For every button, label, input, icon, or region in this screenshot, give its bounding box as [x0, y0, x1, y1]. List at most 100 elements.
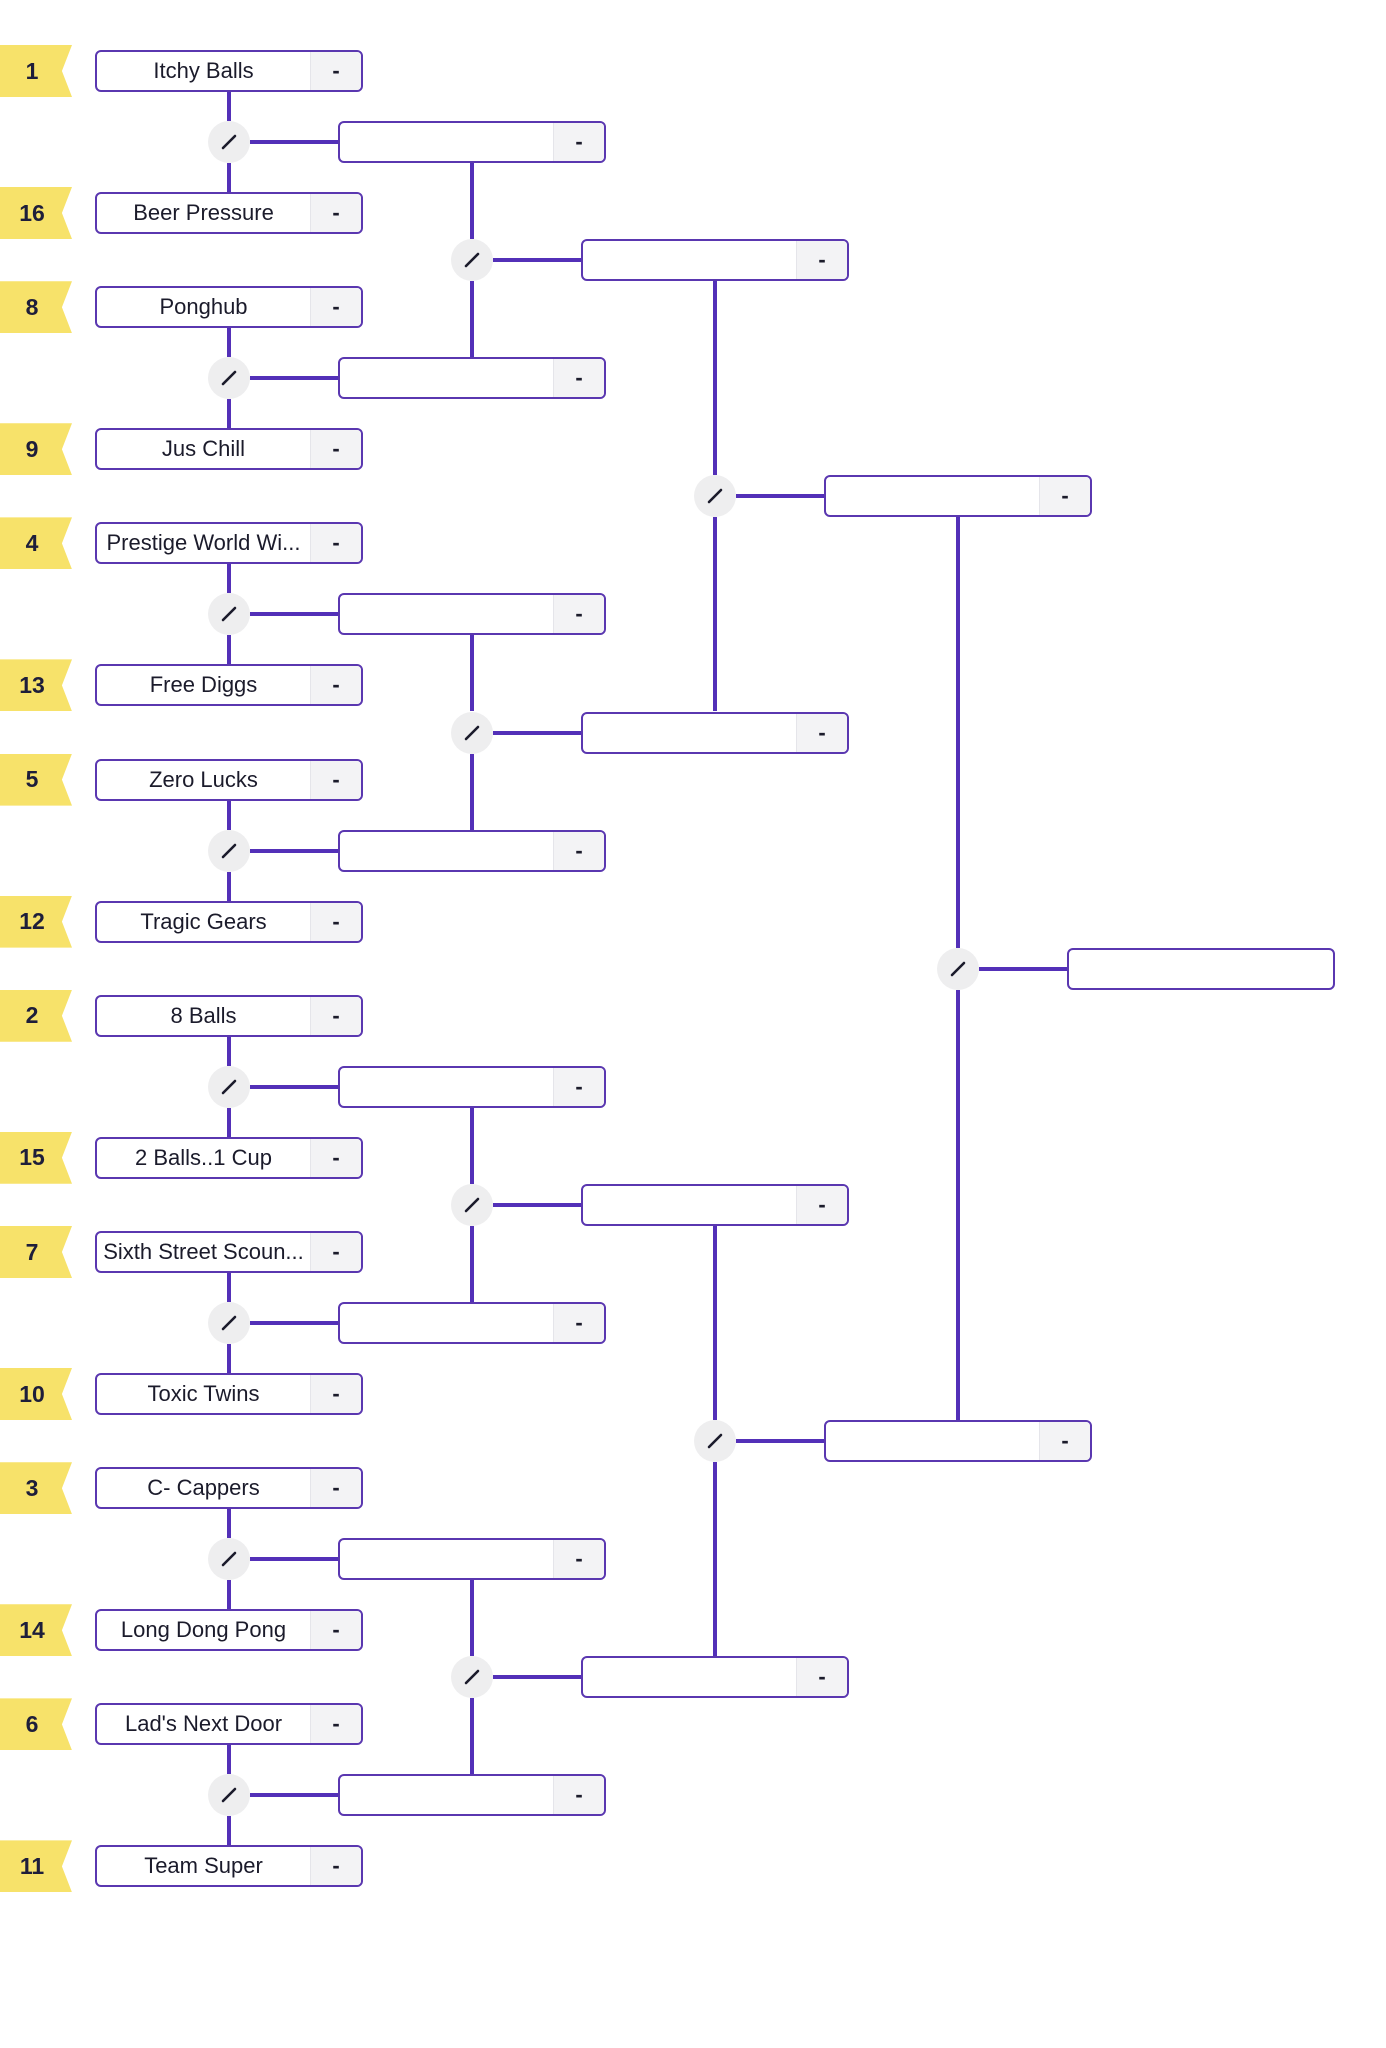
edit-match-button[interactable]	[937, 947, 979, 990]
team-name	[1069, 950, 1333, 988]
score-field[interactable]: -	[310, 430, 361, 469]
team-slot[interactable]: Tragic Gears-	[95, 900, 363, 943]
score-field[interactable]: -	[310, 666, 361, 705]
score-field[interactable]: -	[310, 1847, 361, 1886]
score-field[interactable]: -	[553, 123, 604, 161]
score-field[interactable]: -	[310, 1138, 361, 1177]
team-name	[583, 1658, 796, 1696]
score-field[interactable]: -	[553, 1776, 604, 1815]
winner-slot[interactable]: -	[338, 829, 606, 872]
bracket-line	[250, 1321, 338, 1325]
team-name	[826, 1422, 1039, 1460]
seed-badge: 3	[0, 1462, 72, 1515]
score-field[interactable]: -	[310, 194, 361, 232]
winner-slot[interactable]: -	[338, 1538, 606, 1581]
seed-badge: 9	[0, 423, 72, 476]
edit-match-button[interactable]	[208, 1065, 250, 1108]
team-slot[interactable]: Toxic Twins-	[95, 1373, 363, 1415]
score-field[interactable]: -	[553, 1540, 604, 1579]
team-slot[interactable]: Itchy Balls-	[95, 50, 363, 92]
team-slot[interactable]: 2 Balls..1 Cup-	[95, 1136, 363, 1179]
edit-match-button[interactable]	[451, 711, 493, 754]
score-field[interactable]: -	[796, 241, 847, 280]
edit-match-button[interactable]	[208, 829, 250, 872]
team-slot[interactable]: Jus Chill-	[95, 428, 363, 471]
score-field[interactable]: -	[1039, 477, 1090, 516]
team-slot[interactable]: Zero Lucks-	[95, 758, 363, 801]
team-slot[interactable]: Lad's Next Door-	[95, 1703, 363, 1746]
score-field[interactable]: -	[553, 831, 604, 870]
team-slot[interactable]: C- Cappers-	[95, 1467, 363, 1510]
edit-match-button[interactable]	[694, 1420, 736, 1463]
score-field[interactable]: -	[310, 760, 361, 799]
score-field[interactable]: -	[796, 713, 847, 752]
score-field[interactable]: -	[310, 1233, 361, 1271]
seed-badge: 6	[0, 1698, 72, 1751]
winner-slot[interactable]: -	[581, 1183, 849, 1226]
team-name	[340, 832, 553, 870]
team-slot[interactable]: Prestige World Wi...-	[95, 522, 363, 565]
team-slot[interactable]: 8 Balls-	[95, 994, 363, 1037]
team-slot[interactable]: Ponghub-	[95, 286, 363, 329]
score-field[interactable]: -	[553, 1304, 604, 1342]
winner-slot[interactable]: -	[338, 1065, 606, 1108]
team-name: Sixth Street Scoun...	[103, 1239, 304, 1264]
score-field[interactable]: -	[796, 1658, 847, 1697]
edit-match-button[interactable]	[208, 593, 250, 636]
winner-slot[interactable]: -	[581, 239, 849, 282]
score-field[interactable]: -	[553, 595, 604, 634]
edit-match-button[interactable]	[208, 121, 250, 163]
seed-badge: 16	[0, 187, 72, 239]
score-field[interactable]: -	[1039, 1422, 1090, 1461]
score-field[interactable]: -	[796, 1185, 847, 1224]
winner-slot[interactable]: -	[581, 711, 849, 754]
pencil-icon	[221, 1079, 237, 1095]
score-field[interactable]: -	[553, 1067, 604, 1106]
bracket-line	[736, 494, 824, 499]
edit-match-button[interactable]	[208, 1774, 250, 1817]
winner-slot[interactable]: -	[581, 1656, 849, 1699]
team-slot[interactable]: Beer Pressure -	[95, 192, 363, 234]
team-slot[interactable]: Long Dong Pong-	[95, 1609, 363, 1652]
winner-slot[interactable]: -	[338, 121, 606, 163]
edit-match-button[interactable]	[208, 357, 250, 400]
score-field[interactable]: -	[310, 288, 361, 327]
score-field[interactable]: -	[310, 524, 361, 563]
pencil-icon	[221, 1551, 237, 1567]
team-slot[interactable]: Free Diggs-	[95, 664, 363, 707]
team-name: Beer Pressure	[133, 200, 274, 225]
score-field[interactable]: -	[310, 996, 361, 1035]
winner-slot[interactable]: -	[338, 1302, 606, 1344]
pencil-icon	[221, 1315, 237, 1331]
winner-slot[interactable]: -	[338, 593, 606, 636]
score-field[interactable]: -	[310, 1375, 361, 1413]
champion-slot[interactable]	[1067, 947, 1335, 990]
score-field[interactable]: -	[310, 1611, 361, 1650]
pencil-icon	[464, 1669, 480, 1685]
score-field[interactable]: -	[310, 52, 361, 90]
team-slot[interactable]: Sixth Street Scoun...-	[95, 1231, 363, 1273]
bracket-line	[227, 635, 231, 665]
bracket-line	[250, 848, 338, 853]
score-field[interactable]: -	[310, 1705, 361, 1744]
winner-slot[interactable]: -	[338, 1774, 606, 1817]
winner-slot[interactable]: -	[824, 475, 1092, 518]
edit-match-button[interactable]	[208, 1538, 250, 1581]
team-name	[340, 1776, 553, 1814]
score-field[interactable]: -	[310, 1469, 361, 1508]
bracket-line	[250, 376, 338, 381]
score-field[interactable]: -	[310, 902, 361, 941]
edit-match-button[interactable]	[451, 1656, 493, 1699]
edit-match-button[interactable]	[451, 1183, 493, 1226]
score-field[interactable]: -	[553, 359, 604, 398]
team-slot[interactable]: Team Super-	[95, 1845, 363, 1888]
edit-match-button[interactable]	[208, 1302, 250, 1344]
edit-match-button[interactable]	[451, 239, 493, 282]
bracket-line	[493, 258, 581, 263]
team-name	[340, 1068, 553, 1106]
bracket-line	[470, 1580, 474, 1657]
winner-slot[interactable]: -	[338, 357, 606, 400]
winner-slot[interactable]: -	[824, 1420, 1092, 1463]
bracket-line	[227, 1107, 231, 1137]
edit-match-button[interactable]	[694, 475, 736, 518]
